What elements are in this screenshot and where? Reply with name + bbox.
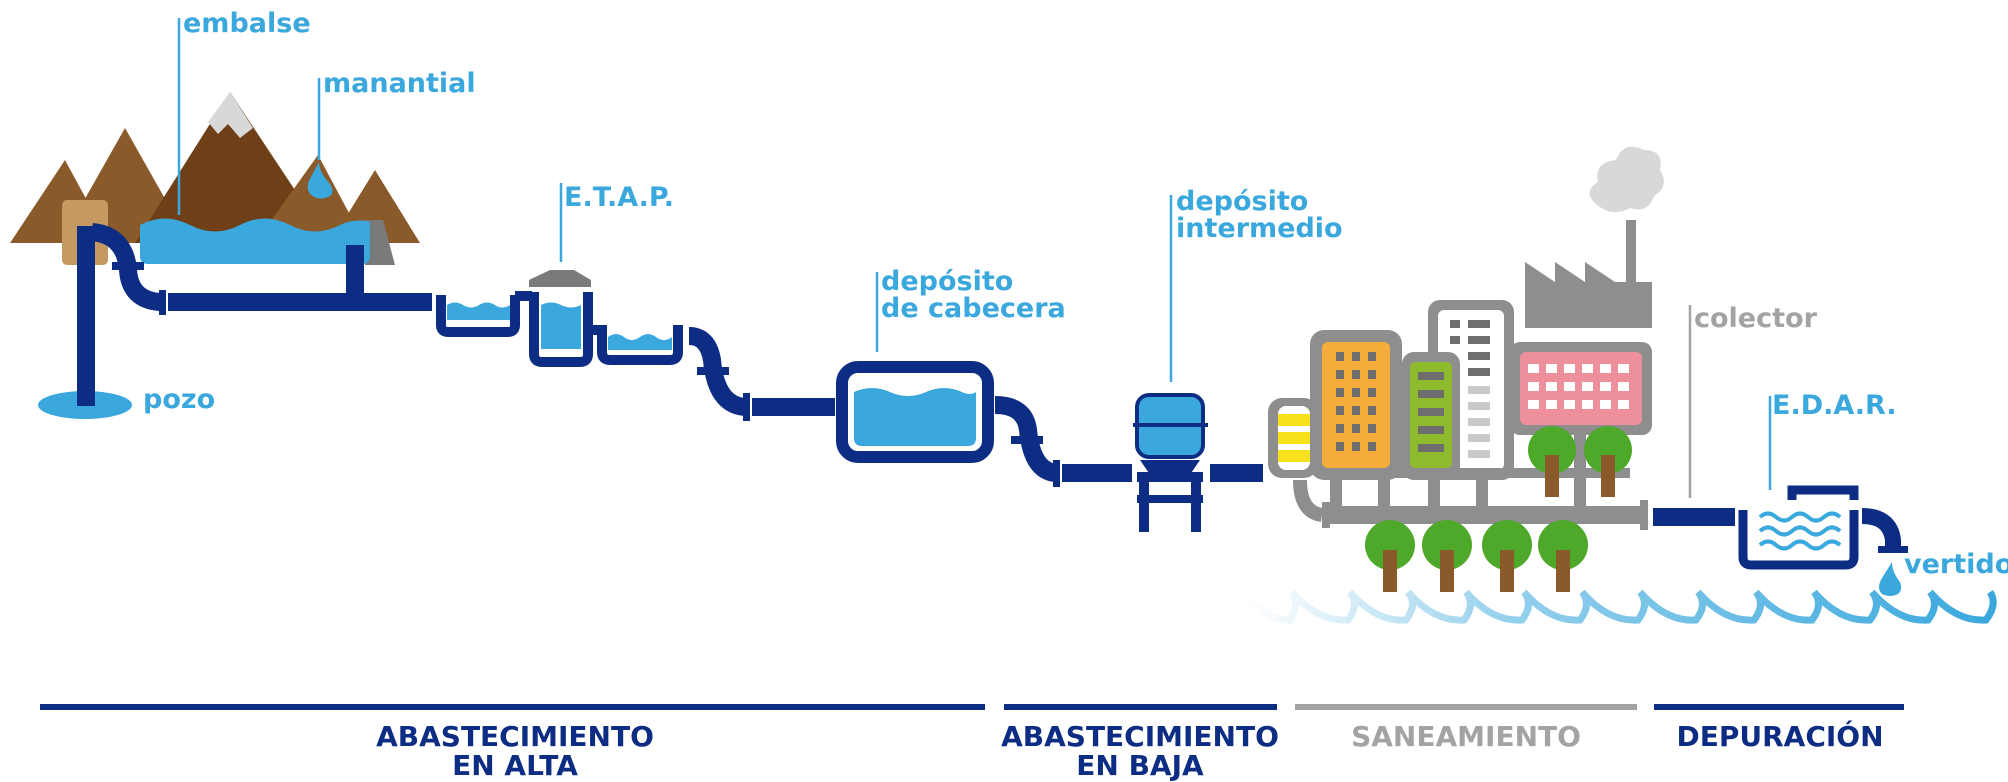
- pipe-flanges: [112, 262, 1060, 487]
- section-abastecimiento-alta: ABASTECIMIENTO EN ALTA: [300, 722, 730, 780]
- section-saneamiento: SANEAMIENTO: [1300, 722, 1632, 751]
- city-icon: [1268, 146, 1664, 592]
- reservoir-outlet-pipe: [346, 245, 364, 300]
- well-pipe: [77, 226, 95, 406]
- label-deposito-intermedio-line2: intermedio: [1176, 213, 1343, 244]
- label-deposito-intermedio: depósito intermedio: [1176, 188, 1343, 242]
- etap-plant-icon: [436, 270, 683, 367]
- leader-lines: [177, 18, 1772, 490]
- edar-plant-icon: [1653, 485, 1908, 596]
- label-deposito-cabecera-line2: de cabecera: [881, 293, 1066, 324]
- label-pozo: pozo: [143, 384, 216, 415]
- dam-icon: [365, 220, 395, 265]
- section-abastecimiento-baja: ABASTECIMIENTO EN BAJA: [990, 722, 1290, 780]
- intermediate-tank-icon: [1133, 393, 1208, 532]
- label-colector: colector: [1694, 303, 1817, 334]
- section-bars: [40, 704, 1904, 710]
- section-saneamiento-line1: SANEAMIENTO: [1351, 720, 1581, 753]
- label-deposito-intermedio-line1: depósito: [1176, 186, 1309, 217]
- section-depuracion-line1: DEPURACIÓN: [1676, 720, 1884, 753]
- label-vertido: vertido: [1904, 549, 2008, 580]
- section-abastecimiento-baja-line1: ABASTECIMIENTO: [1001, 720, 1279, 753]
- label-deposito-cabecera: depósito de cabecera: [881, 268, 1066, 322]
- section-abastecimiento-baja-line2: EN BAJA: [1076, 749, 1204, 782]
- river-waves: [1247, 589, 1997, 624]
- head-tank-icon: [836, 361, 994, 463]
- label-manantial: manantial: [323, 68, 476, 99]
- label-etap: E.T.A.P.: [564, 182, 675, 213]
- reservoir-water-icon: [140, 218, 370, 264]
- label-deposito-cabecera-line1: depósito: [881, 266, 1014, 297]
- spring-drop-icon: [307, 162, 333, 199]
- label-embalse: embalse: [183, 8, 311, 39]
- label-edar: E.D.A.R.: [1772, 390, 1897, 421]
- section-abastecimiento-alta-line2: EN ALTA: [452, 749, 578, 782]
- section-abastecimiento-alta-line1: ABASTECIMIENTO: [376, 720, 654, 753]
- section-depuracion: DEPURACIÓN: [1655, 722, 1905, 751]
- discharge-drop-icon: [1879, 562, 1902, 596]
